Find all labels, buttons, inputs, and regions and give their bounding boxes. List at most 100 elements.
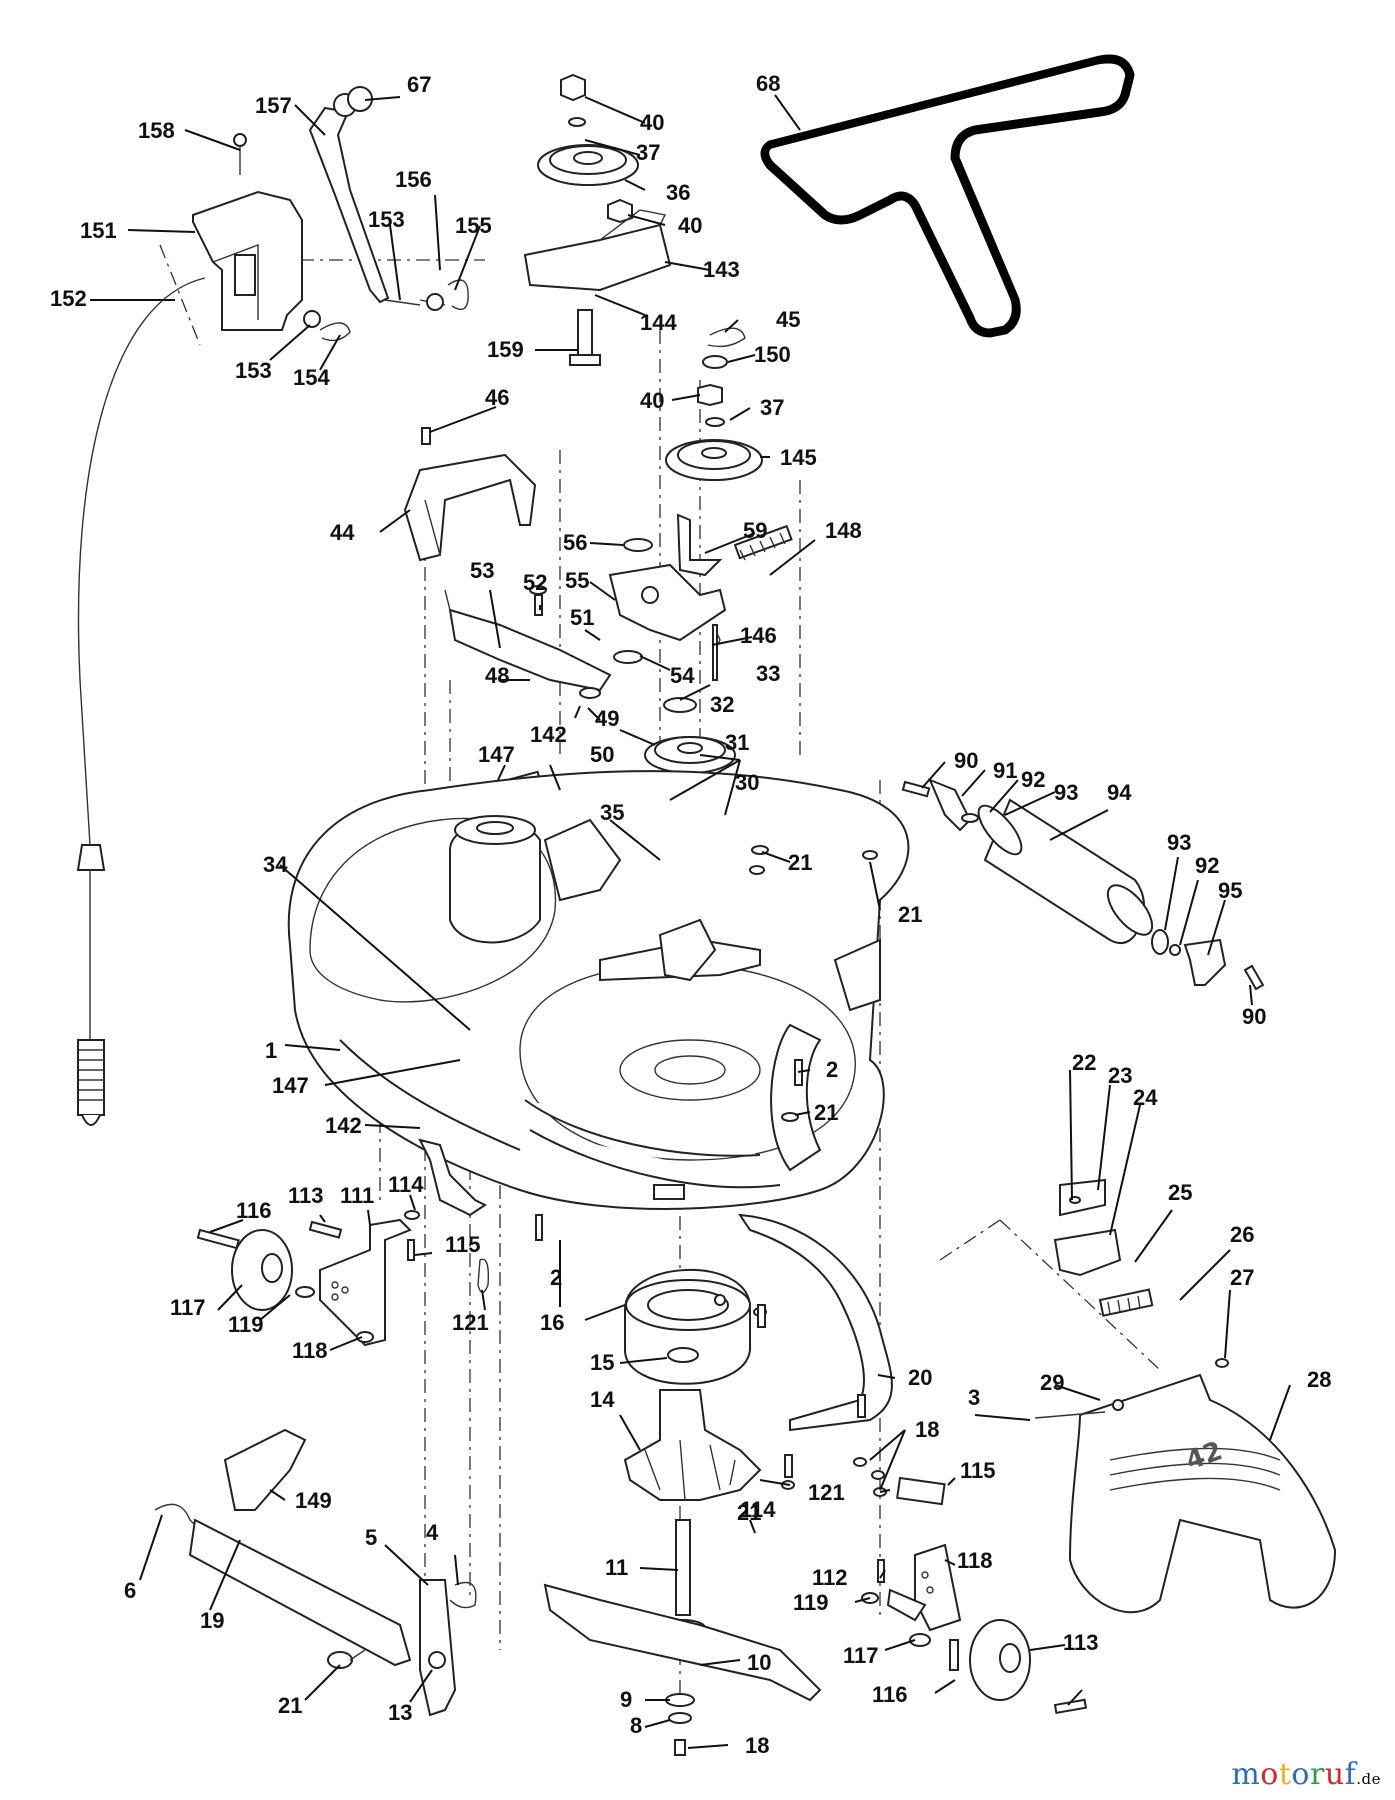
callout: 95 bbox=[1218, 878, 1242, 903]
callout: 21 bbox=[788, 850, 812, 875]
callout: 50 bbox=[590, 742, 614, 767]
callout: 14 bbox=[590, 1387, 615, 1412]
gauge-wheel-left bbox=[196, 1210, 490, 1347]
callout: 21 bbox=[814, 1100, 838, 1125]
callout: 145 bbox=[780, 445, 817, 470]
callout: 21 bbox=[737, 1500, 761, 1525]
callout: 40 bbox=[640, 388, 664, 413]
callout: 149 bbox=[295, 1488, 332, 1513]
callout: 55 bbox=[565, 568, 589, 593]
callout: 56 bbox=[563, 530, 587, 555]
callout: 119 bbox=[793, 1590, 829, 1615]
callout: 25 bbox=[1168, 1180, 1192, 1205]
watermark-letter: m bbox=[1231, 1757, 1261, 1792]
callout: 92 bbox=[1195, 853, 1219, 878]
callout: 111 bbox=[340, 1183, 374, 1208]
callout: 116 bbox=[872, 1682, 908, 1707]
callout: 150 bbox=[754, 342, 791, 367]
callout: 27 bbox=[1230, 1265, 1254, 1290]
callout: 148 bbox=[825, 518, 862, 543]
roller-assembly bbox=[901, 778, 1265, 991]
callout: 9 bbox=[620, 1687, 632, 1712]
callout: 159 bbox=[487, 337, 524, 362]
callout: 151 bbox=[80, 218, 117, 243]
callout: 32 bbox=[710, 692, 734, 717]
callout: 118 bbox=[957, 1548, 993, 1573]
callout: 13 bbox=[388, 1700, 412, 1725]
callout: 117 bbox=[843, 1643, 879, 1668]
callout: 142 bbox=[325, 1113, 362, 1138]
callout: 21 bbox=[278, 1693, 302, 1718]
callout: 157 bbox=[255, 93, 292, 118]
lever-assembly bbox=[192, 86, 469, 342]
callout: 35 bbox=[600, 800, 624, 825]
callout: 93 bbox=[1054, 780, 1078, 805]
callout: 36 bbox=[666, 180, 690, 205]
idler-assembly bbox=[523, 73, 763, 481]
callout: 158 bbox=[138, 118, 175, 143]
callout: 114 bbox=[388, 1172, 424, 1197]
callout: 44 bbox=[330, 520, 355, 545]
callout: 23 bbox=[1108, 1063, 1132, 1088]
callout: 4 bbox=[426, 1520, 439, 1545]
callout: 116 bbox=[236, 1198, 272, 1223]
leader-lines bbox=[90, 94, 1291, 1749]
callout: 15 bbox=[590, 1350, 614, 1375]
callout: 154 bbox=[293, 365, 330, 390]
callout: 117 bbox=[170, 1295, 206, 1320]
callout: 8 bbox=[630, 1713, 642, 1738]
callout: 92 bbox=[1021, 767, 1045, 792]
callout: 52 bbox=[523, 570, 547, 595]
callout: 26 bbox=[1230, 1222, 1254, 1247]
callout: 91 bbox=[993, 758, 1017, 783]
watermark-letter: o bbox=[1260, 1757, 1279, 1792]
callout: 51 bbox=[570, 605, 594, 630]
callout: 5 bbox=[365, 1525, 377, 1550]
callout: 37 bbox=[636, 140, 660, 165]
callout: 94 bbox=[1107, 780, 1132, 805]
callout: 19 bbox=[200, 1608, 224, 1633]
callout: 18 bbox=[915, 1417, 939, 1442]
lift-link-assembly bbox=[154, 1428, 477, 1717]
watermark-suffix: .de bbox=[1356, 1770, 1381, 1788]
callout: 118 bbox=[292, 1338, 328, 1363]
watermark: motoruf.de bbox=[1231, 1757, 1381, 1792]
callout: 53 bbox=[470, 558, 494, 583]
callout: 6 bbox=[124, 1578, 136, 1603]
callout: 90 bbox=[1242, 1004, 1266, 1029]
callout: 28 bbox=[1307, 1367, 1331, 1392]
callout: 34 bbox=[263, 852, 288, 877]
callout: 31 bbox=[725, 730, 749, 755]
watermark-letter: f bbox=[1344, 1757, 1357, 1792]
mower-deck bbox=[287, 770, 910, 1210]
callout: 68 bbox=[756, 71, 780, 96]
callout: 2 bbox=[550, 1265, 562, 1290]
callout: 144 bbox=[640, 310, 677, 335]
callout: 147 bbox=[272, 1073, 309, 1098]
callout: 152 bbox=[50, 286, 87, 311]
callout: 46 bbox=[485, 385, 509, 410]
belt-guard-44 bbox=[403, 427, 537, 562]
callout: 90 bbox=[954, 748, 978, 773]
callout: 2 bbox=[826, 1057, 838, 1082]
gauge-wheel-right bbox=[861, 1543, 1088, 1715]
callout: 11 bbox=[605, 1555, 628, 1580]
callout: 59 bbox=[743, 518, 767, 543]
callout: 121 bbox=[808, 1480, 845, 1505]
callout: 33 bbox=[756, 661, 780, 686]
callout: 10 bbox=[747, 1650, 771, 1675]
idler-arm-assembly bbox=[444, 513, 793, 699]
callout: 121 bbox=[452, 1310, 489, 1335]
callout: 146 bbox=[740, 623, 777, 648]
cable-152 bbox=[76, 277, 206, 1126]
callout: 16 bbox=[540, 1310, 564, 1335]
callout: 67 bbox=[407, 72, 431, 97]
callout: 113 bbox=[288, 1183, 324, 1208]
spindle-assembly bbox=[543, 1268, 822, 1756]
callout: 142 bbox=[530, 722, 567, 747]
callout: 54 bbox=[670, 663, 695, 688]
callout: 3 bbox=[968, 1385, 980, 1410]
callout: 1 bbox=[265, 1038, 277, 1063]
callout: 21 bbox=[898, 902, 922, 927]
